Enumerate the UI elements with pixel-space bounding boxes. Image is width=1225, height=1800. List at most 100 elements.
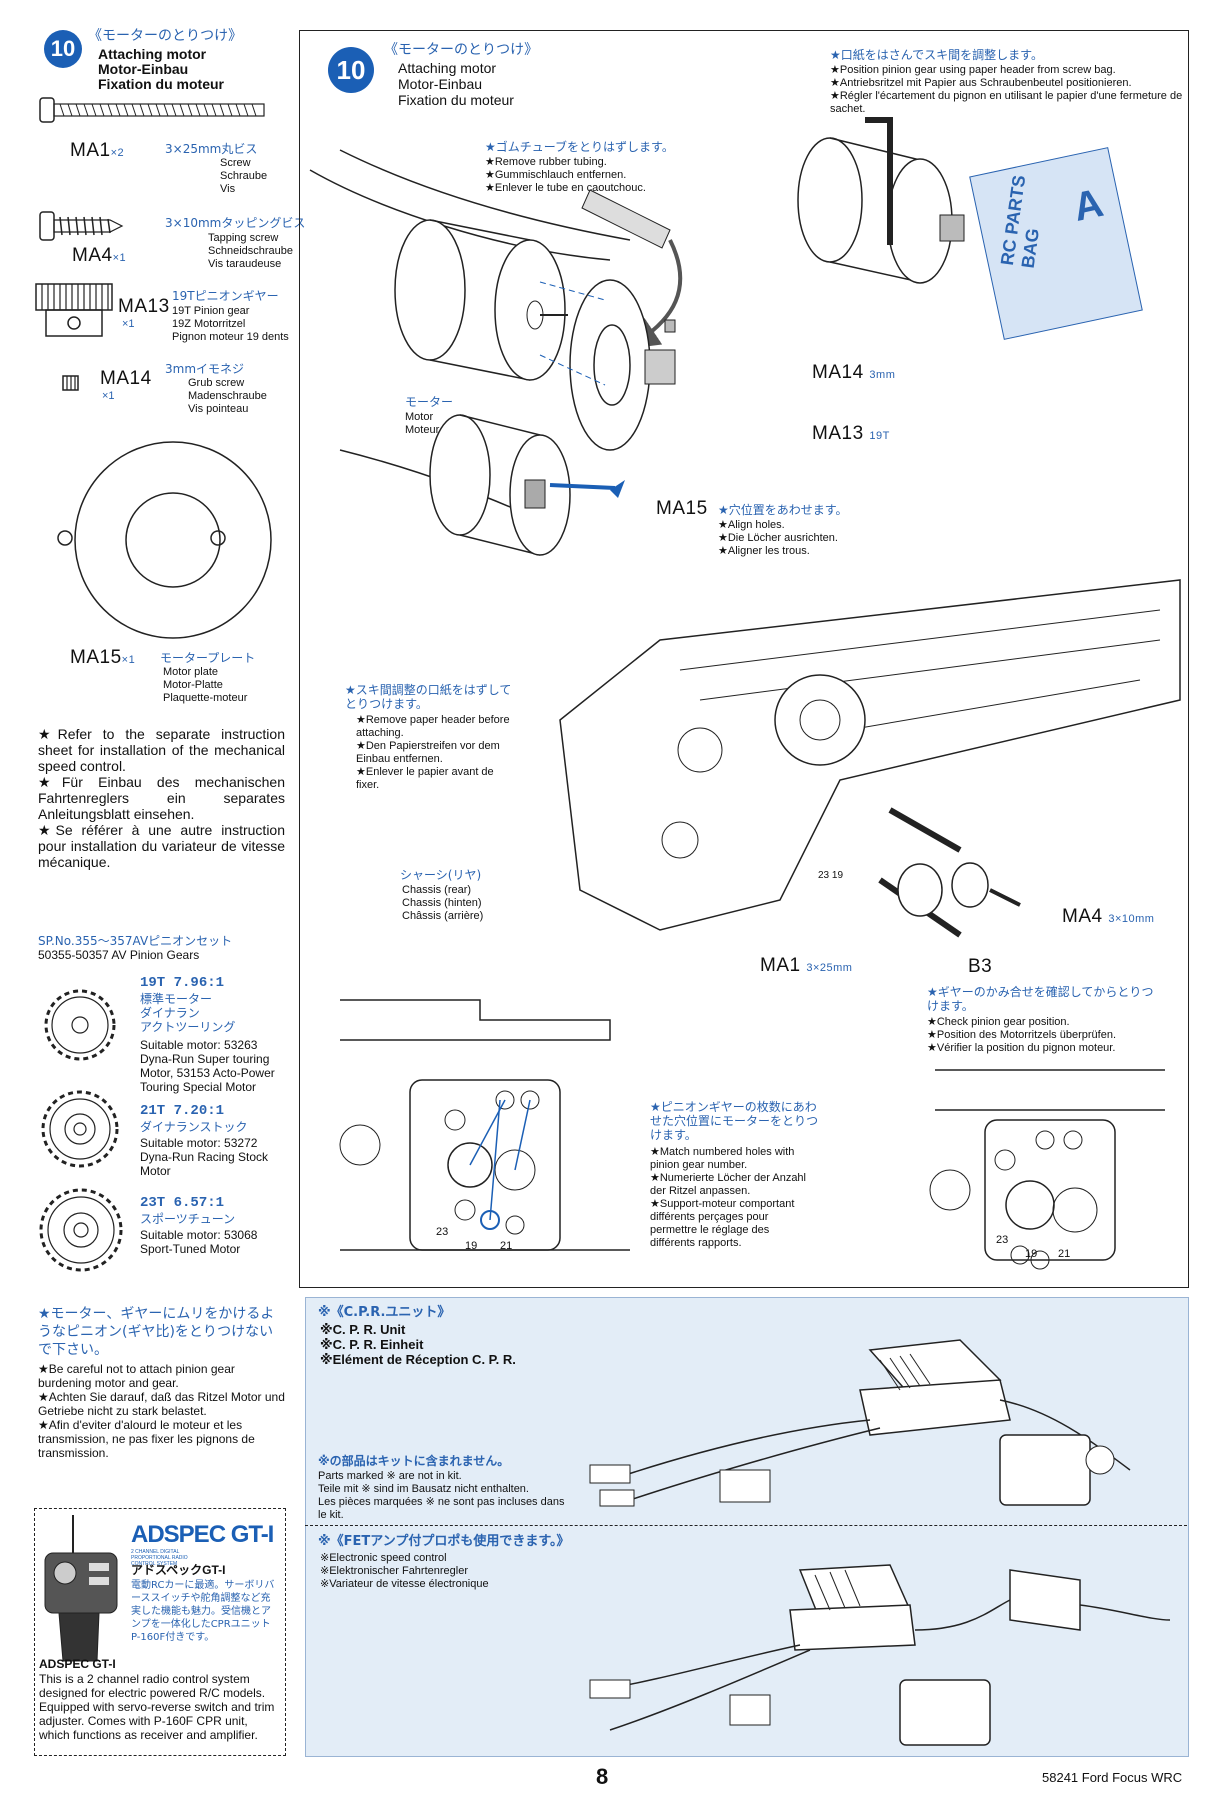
chassis-label: Chassis (rear) Chassis (hinten) Châssis … <box>402 884 484 922</box>
detail-right-hole-21: 21 <box>1058 1248 1071 1260</box>
pinion-21t-text: Suitable motor: 53272 Dyna-Run Racing St… <box>140 1136 269 1178</box>
transmitter-icon <box>44 1515 118 1662</box>
part-qty-ma13: ×1 <box>122 318 135 330</box>
gear-position-detail-right <box>929 1069 1165 1270</box>
part-desc-ma15: Motor plate Motor-Platte Plaquette-moteu… <box>163 666 248 704</box>
chassis-rear-drawing <box>559 579 1181 938</box>
caution-text: ★Be careful not to attach pinion gear bu… <box>38 1362 285 1460</box>
part-code-ma1: MA1×2 <box>70 140 125 161</box>
step-number-badge: 10 <box>44 30 82 68</box>
main-diagram-frame <box>299 30 1189 1288</box>
chassis-label-jp: シャーシ(リヤ) <box>400 868 482 882</box>
detail-hole-19: 19 <box>465 1240 478 1252</box>
step-title-de: Motor-Einbau <box>98 61 189 77</box>
parts-bag-letter: A <box>1069 180 1107 230</box>
fet-lines: ※Electronic speed control ※Elektronische… <box>320 1552 489 1590</box>
part-desc-ma13: 19T Pinion gear 19Z Motorritzel Pignon m… <box>172 305 289 343</box>
speed-control-note: ★Refer to the separate instruction sheet… <box>38 726 285 870</box>
main-step-title-jp: 《モーターのとりつけ》 <box>384 42 539 58</box>
detail-right-hole-23: 23 <box>996 1234 1009 1246</box>
gear-23t-icon <box>39 1188 123 1272</box>
part-spec-ma4: 3×10mmタッピングビス <box>165 216 306 230</box>
exploded-motor-drawing <box>309 117 965 556</box>
adspec-jp-text: 電動RCカーに最適。サーボリバーススイッチや舵角調整など充実した機能も魅力。受信… <box>131 1580 275 1643</box>
adspec-text: This is a 2 channel radio control system… <box>39 1672 275 1742</box>
part-spec-ma13: 19Tピニオンギヤー <box>172 289 279 303</box>
part-spec-ma15: モータープレート <box>160 651 256 665</box>
label-b3: B3 <box>968 956 993 977</box>
step-title-jp: 《モーターのとりつけ》 <box>88 28 243 44</box>
part-code-ma4: MA4×1 <box>72 245 127 266</box>
panel-divider <box>305 1525 1187 1526</box>
gear-19t-icon <box>44 989 116 1061</box>
adspec-box: ADSPEC GT-I 2 CHANNEL DIGITAL PROPORTION… <box>34 1508 286 1756</box>
part-code-ma15: MA15×1 <box>70 647 136 668</box>
chassis-hole-labels: 23 19 <box>818 870 844 881</box>
tapping-screw-ma4-icon <box>39 211 124 241</box>
step-title-en: Attaching motor <box>98 46 207 62</box>
pinion-set-title-en: 50355-50357 AV Pinion Gears <box>38 948 200 962</box>
fet-title-jp: ※《FETアンプ付プロポも使用できます。》 <box>318 1534 570 1549</box>
gear-position-detail-left <box>339 999 630 1251</box>
pinion-19t-teeth: 19T 7.96:1 <box>140 975 225 991</box>
model-footer: 58241 Ford Focus WRC <box>1042 1770 1183 1785</box>
align-holes-note: ★Align holes. ★Die Löcher ausrichten. ★A… <box>718 519 838 557</box>
part-spec-ma1: 3×25mm丸ビス <box>165 142 258 156</box>
label-ma13: MA13 19T <box>812 423 890 444</box>
align-holes-note-jp: ★穴位置をあわせます。 <box>718 503 848 517</box>
adspec-jp-title: アドスペックGT-I <box>131 1563 226 1577</box>
part-code-ma13: MA13 <box>118 296 170 317</box>
label-ma14: MA14 3mm <box>812 362 896 383</box>
main-step-title-fr: Fixation du moteur <box>398 92 514 108</box>
paper-header-note-jp: ★口紙をはさんでスキ間を調整します。 <box>830 48 1043 62</box>
paper-header-note: ★Position pinion gear using paper header… <box>830 64 1183 115</box>
label-ma15: MA15 <box>656 498 708 519</box>
check-pinion-note: ★Check pinion gear position. ★Position d… <box>927 1016 1117 1054</box>
rubber-tube-note-jp: ★ゴムチューブをとりはずします。 <box>485 140 674 154</box>
caution-jp: ★モーター、ギヤーにムリをかけるようなピニオン(ギヤ比)をとりつけないで下さい。 <box>38 1306 275 1358</box>
part-desc-ma4: Tapping screw Schneidschraube Vis taraud… <box>208 232 294 270</box>
detail-hole-21: 21 <box>500 1240 513 1252</box>
rubber-tube-note: ★Remove rubber tubing. ★Gummischlauch en… <box>485 156 646 194</box>
cpr-unit-drawing <box>589 1339 1131 1507</box>
grub-screw-ma14-icon <box>62 375 79 391</box>
detail-right-hole-19: 19 <box>1025 1248 1038 1260</box>
main-step-title-en: Attaching motor <box>398 60 497 76</box>
label-ma4: MA4 3×10mm <box>1062 906 1155 927</box>
pinion-set-title-jp: SP.No.355〜357AVピニオンセット <box>38 934 233 948</box>
part-desc-ma1: Screw Schraube Vis <box>220 157 268 195</box>
part-qty-ma14: ×1 <box>102 390 115 402</box>
page-number: 8 <box>596 1764 609 1789</box>
adspec-title: ADSPEC GT-I <box>39 1657 116 1671</box>
main-step-title-de: Motor-Einbau <box>398 76 483 92</box>
motor-plate-ma15-icon <box>57 441 272 639</box>
part-desc-ma14: Grub screw Madenschraube Vis pointeau <box>188 377 267 415</box>
adspec-logo-sub: 2 CHANNEL DIGITAL PROPORTIONAL RADIO CON… <box>131 1549 188 1567</box>
not-in-kit-jp: ※の部品はキットに含まれません。 <box>318 1454 510 1468</box>
detail-hole-23: 23 <box>436 1226 449 1238</box>
fet-esc-drawing <box>589 1564 1171 1746</box>
label-ma1: MA1 3×25mm <box>760 955 853 976</box>
part-spec-ma14: 3mmイモネジ <box>165 362 245 376</box>
cpr-lines: ※C. P. R. Unit ※C. P. R. Einheit ※Elémen… <box>320 1322 516 1367</box>
motor-label-jp: モーター <box>405 395 454 409</box>
pinion-21t-teeth: 21T 7.20:1 <box>140 1103 225 1119</box>
gear-21t-icon <box>41 1090 119 1168</box>
remove-paper-note-jp: ★スキ間調整の口紙をはずしてとりつけます。 <box>345 683 512 711</box>
optional-electronics-panel <box>305 1297 1189 1757</box>
pinion-23t-jp: スポーツチューン <box>140 1212 236 1226</box>
pinion-19t-text: Suitable motor: 53263 Dyna-Run Super tou… <box>140 1038 275 1094</box>
screw-ma1-icon <box>39 97 265 123</box>
pinion-23t-text: Suitable motor: 53068 Sport-Tuned Motor <box>140 1228 258 1256</box>
part-code-ma14: MA14 <box>100 368 152 389</box>
motor-label: Motor Moteur <box>405 411 440 436</box>
pinion-23t-teeth: 23T 6.57:1 <box>140 1195 225 1211</box>
not-in-kit-text: Parts marked ※ are not in kit. Teile mit… <box>318 1470 565 1521</box>
match-holes-note: ★Match numbered holes with pinion gear n… <box>650 1146 806 1249</box>
main-step-number-badge: 10 <box>328 47 374 93</box>
remove-paper-note: ★Remove paper header before attaching. ★… <box>356 714 510 791</box>
pinion-21t-jp: ダイナランストック <box>140 1120 248 1134</box>
match-holes-note-jp: ★ピニオンギヤーの枚数にあわせた穴位置にモーターをとりつけます。 <box>650 1100 819 1142</box>
adspec-logo: ADSPEC GT-I <box>131 1521 274 1548</box>
pinion-gear-ma13-icon <box>35 283 113 337</box>
